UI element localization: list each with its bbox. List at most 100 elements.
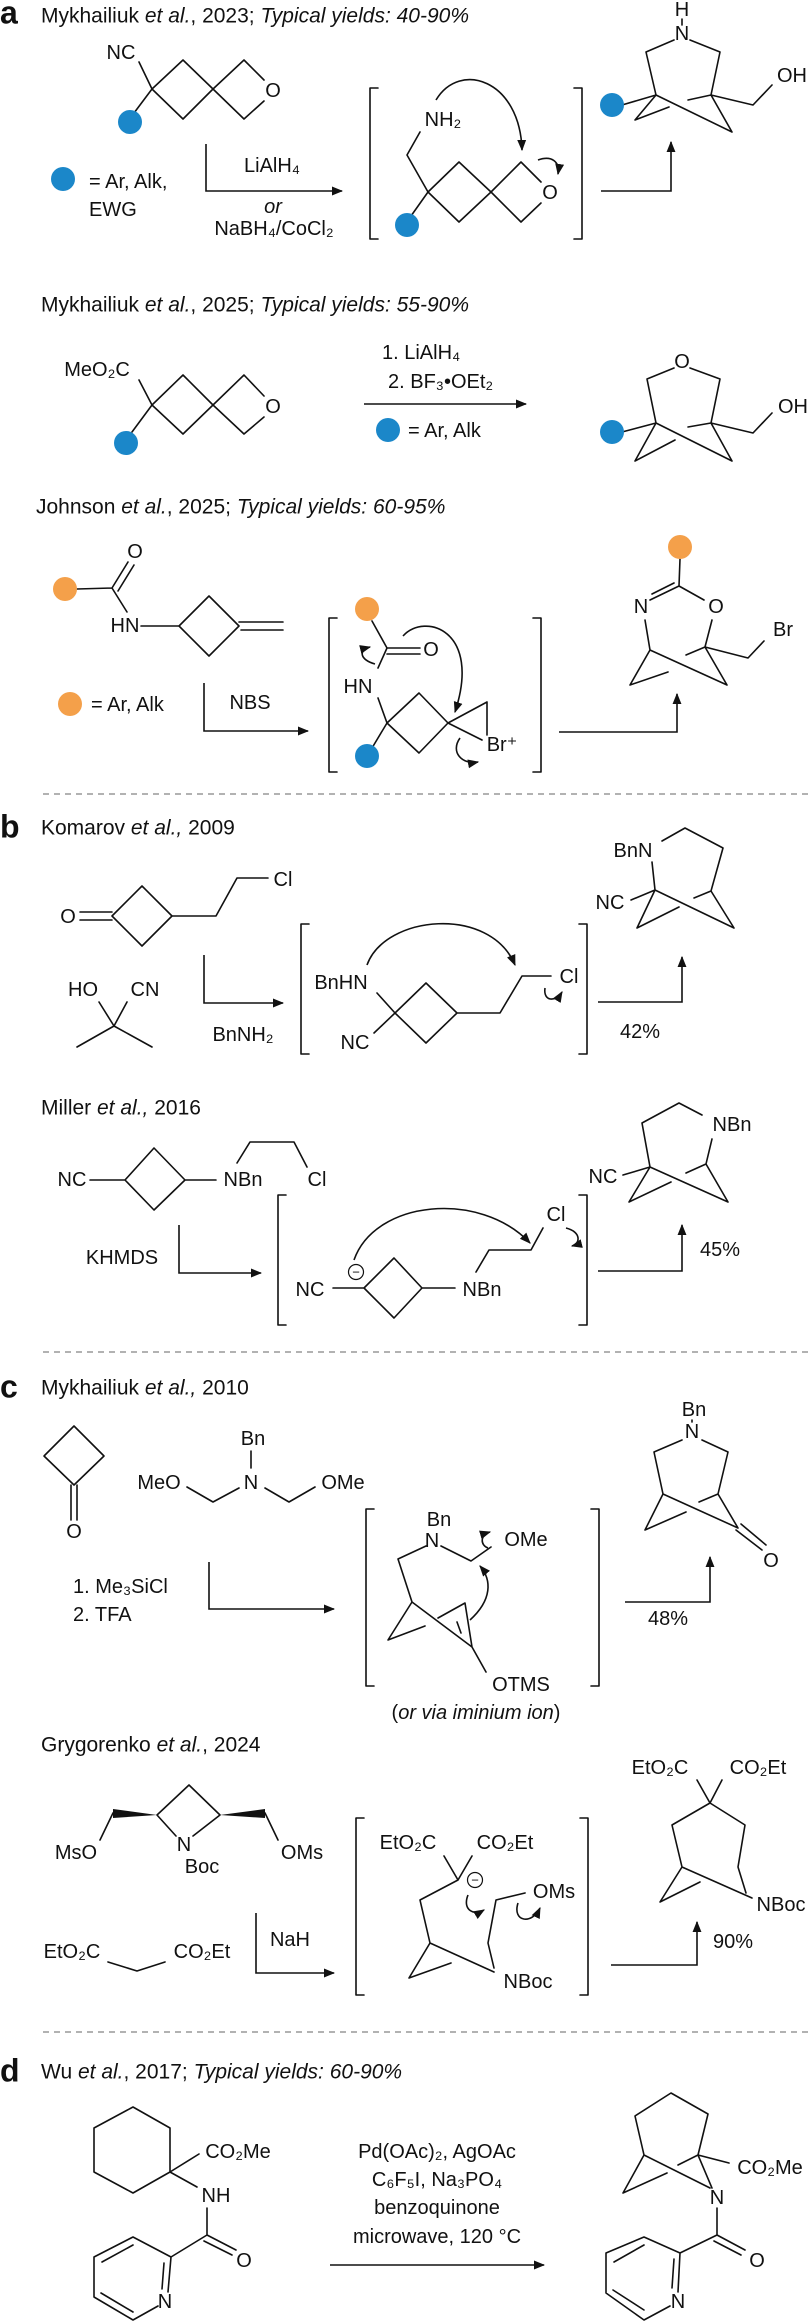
a2-step-2: 2. BF₃•OEt₂ <box>388 371 494 393</box>
b1-intermediate-cl: Cl <box>559 966 579 988</box>
a2-product-oh: OH <box>778 396 808 418</box>
b2-product-arrow <box>598 1223 687 1272</box>
c1-citation-header: Mykhailiuk et al., 2010 <box>41 1378 249 1399</box>
a3-bracket-left <box>328 617 338 773</box>
b1-intermediate-bonds <box>373 975 552 1044</box>
c1-step-2: 2. TFA <box>73 1604 132 1626</box>
a3-legend-text: = Ar, Alk <box>91 694 164 716</box>
b2-nitrile: NC <box>57 1169 87 1191</box>
a1-product-blue-substituent <box>600 93 624 117</box>
b1-chloride: Cl <box>273 869 293 891</box>
a1-product-oh: OH <box>777 65 807 87</box>
a3-reagent-nbs: NBS <box>229 692 271 714</box>
et-al: et al. <box>144 293 191 317</box>
a3-carbonyl-oxygen: O <box>127 541 143 563</box>
b1-reagent-benzylamine: BnNH₂ <box>212 1024 274 1046</box>
c2-azetidine-n: N <box>176 1834 192 1856</box>
a3-bracket-right <box>532 617 542 773</box>
c1-methoxy-left: MeO <box>137 1472 181 1494</box>
et-al: et al. <box>77 2060 124 2084</box>
c2-wedge-bond-left <box>113 1809 157 1818</box>
b1-intermediate-nc: NC <box>340 1032 370 1054</box>
a2-oxetane-oxygen: O <box>265 396 281 418</box>
c1-product-o: O <box>763 1550 779 1572</box>
c2-intermediate-ester-right: CO₂Et <box>476 1832 534 1854</box>
typical-yields: Typical yields: 40-90% <box>260 4 470 28</box>
c2-intermediate-oms: OMs <box>532 1881 576 1903</box>
year: , 2025; <box>166 495 237 519</box>
a3-reactant-bonds <box>76 561 284 657</box>
a1-nitrile-label: NC <box>106 42 136 64</box>
c1-aminal-bonds <box>186 1450 316 1503</box>
et-al: et al., <box>130 816 183 840</box>
b2-intermediate-cl: Cl <box>546 1204 566 1226</box>
b1-cyanohydrin-bonds <box>76 1001 153 1048</box>
b2-intermediate-nc: NC <box>295 1279 325 1301</box>
b2-bracket-left <box>277 1194 287 1326</box>
a1-product-h: H <box>674 0 690 21</box>
c2-product-arrow <box>611 1920 702 1966</box>
a2-reactant-bonds <box>131 374 265 435</box>
year: 2016 <box>148 1096 201 1120</box>
c1-step-1: 1. Me₃SiCl <box>73 1576 168 1598</box>
et-al: et al. <box>144 4 191 28</box>
a2-citation-header: Mykhailiuk et al., 2025; Typical yields:… <box>41 295 469 316</box>
c1-ketone-oxygen: O <box>66 1521 82 1543</box>
b2-chloride: Cl <box>307 1169 327 1191</box>
author: Johnson <box>36 495 122 519</box>
year: , 2017; <box>123 2060 194 2084</box>
c1-yield: 48% <box>647 1608 689 1630</box>
d-citation-header: Wu et al., 2017; Typical yields: 60-90% <box>41 2062 402 2083</box>
typical-yields: Typical yields: 55-90% <box>260 293 470 317</box>
d-condition-1: Pd(OAc)₂, AgOAc <box>358 2141 516 2163</box>
panel-label-b: b <box>0 808 20 845</box>
a1-reagent-or: or <box>264 196 282 218</box>
c1-intermediate-bn: Bn <box>426 1509 452 1531</box>
year: 2009 <box>182 816 235 840</box>
b2-bracket-right <box>578 1194 588 1326</box>
a1-legend-blue-dot <box>51 167 75 191</box>
c1-product-arrow <box>625 1555 715 1603</box>
a2-ester-label: MeO₂C <box>64 359 130 381</box>
c1-curved-arrow-methoxy <box>479 1530 492 1549</box>
b1-curved-arrow-attack <box>366 922 516 967</box>
a2-product-bonds <box>621 367 773 462</box>
a3-intermediate-bromonium: Br⁺ <box>486 734 518 756</box>
author: Grygorenko <box>41 1733 157 1757</box>
et-al: et al., <box>97 1096 149 1120</box>
c2-mesylate-left: MsO <box>54 1842 98 1864</box>
c2-wedge-bond-right <box>220 1809 265 1818</box>
a1-product-arrow <box>601 140 676 192</box>
b1-citation-header: Komarov et al., 2009 <box>41 818 235 839</box>
a1-curved-arrow-ring-open <box>537 157 565 176</box>
c1-iminium-note: (or via iminium ion) <box>392 1703 561 1723</box>
b2-intermediate-bonds <box>332 1227 544 1319</box>
b2-carbanion-charge: − <box>352 1264 360 1280</box>
b2-reagent-khmds: KHMDS <box>85 1247 159 1269</box>
c2-citation-header: Grygorenko et al., 2024 <box>41 1735 260 1756</box>
a2-product-oxygen: O <box>674 351 690 373</box>
a1-bracket-right <box>573 87 583 240</box>
b2-carbanion-charge-circle <box>347 1263 365 1281</box>
c2-malonate-left: EtO₂C <box>43 1941 101 1963</box>
d-amide-nh: NH <box>201 2185 231 2207</box>
note-text: or via iminium ion <box>398 1702 554 1724</box>
a1-reaction-arrow <box>205 144 344 196</box>
c2-product-bonds <box>659 1779 753 1903</box>
a2-legend-blue-dot <box>376 418 400 442</box>
b2-product-bonds <box>622 1102 729 1203</box>
a3-curved-arrow-oxygen-attack <box>402 625 463 714</box>
a3-reaction-arrow <box>203 683 310 736</box>
c1-benzyl: Bn <box>240 1428 266 1450</box>
author: Komarov <box>41 816 131 840</box>
c1-intermediate-bonds <box>387 1545 492 1673</box>
a1-reactant-blue-substituent <box>118 110 142 134</box>
b2-product-nc: NC <box>588 1166 618 1188</box>
d-condition-2: C₆F₅I, Na₃PO₄ <box>371 2169 503 2191</box>
author: Wu <box>41 2060 78 2084</box>
a1-citation-header: Mykhailiuk et al., 2023; Typical yields:… <box>41 6 469 27</box>
et-al: et al. <box>156 1733 203 1757</box>
panel-label-c: c <box>0 1368 18 1405</box>
b1-ketone-bonds <box>79 877 269 947</box>
